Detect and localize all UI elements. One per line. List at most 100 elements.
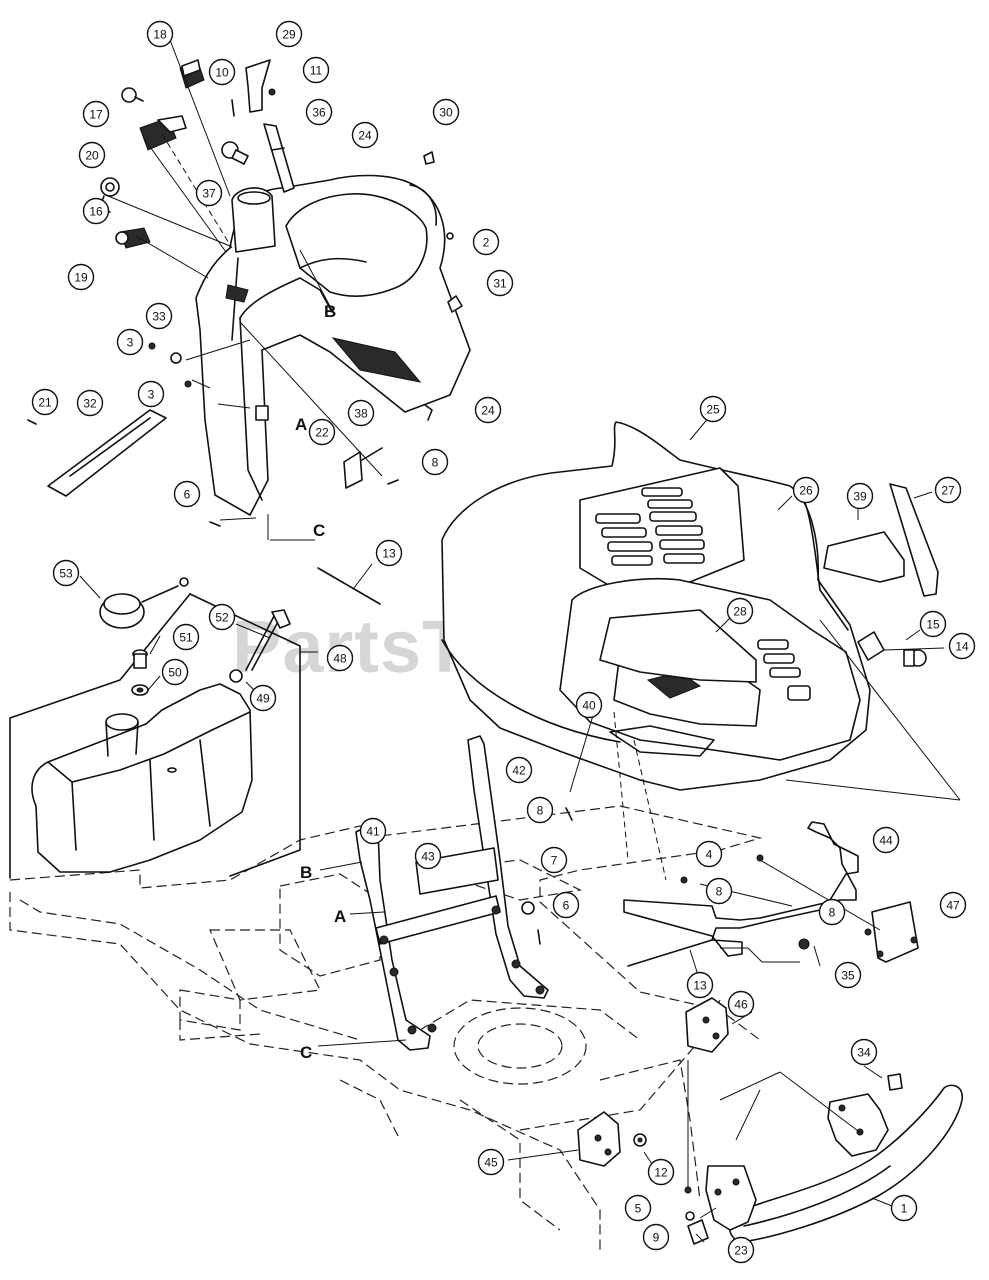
callout-circle (67, 263, 95, 291)
callout-circle (834, 961, 862, 989)
callout-38: 38 (347, 399, 375, 427)
callout-50: 50 (161, 658, 189, 686)
callout-number: 6 (184, 488, 191, 502)
callout-circle (82, 100, 110, 128)
callout-number: 2 (483, 236, 490, 250)
callout-37: 37 (195, 179, 223, 207)
callout-12: 12 (647, 1158, 675, 1186)
frame-assembly (9, 805, 763, 1250)
callout-number: 42 (512, 764, 526, 778)
callout-circle (146, 20, 174, 48)
callout-number: 6 (563, 899, 570, 913)
callout-2: 2 (472, 228, 500, 256)
callout-24: 24 (351, 121, 379, 149)
callout-number: 29 (282, 28, 296, 42)
callout-circle (421, 448, 449, 476)
callout-number: 13 (382, 547, 396, 561)
callout-circle (326, 644, 354, 672)
callout-number: 24 (358, 129, 372, 143)
callout-number: 9 (653, 1231, 660, 1245)
callout-49: 49 (249, 684, 277, 712)
callout-number: 19 (74, 271, 88, 285)
reference-letter-c: C (300, 1043, 312, 1062)
callout-36: 36 (305, 98, 333, 126)
callout-circle (850, 1038, 878, 1066)
hood-vents (595, 487, 705, 566)
callout-number: 41 (366, 825, 380, 839)
callout-number: 8 (537, 804, 544, 818)
callout-29: 29 (275, 20, 303, 48)
callout-number: 52 (215, 611, 229, 625)
callout-number: 36 (312, 106, 326, 120)
callout-44: 44 (872, 826, 900, 854)
callout-number: 3 (127, 336, 134, 350)
callout-circle (686, 971, 714, 999)
callout-circle (173, 480, 201, 508)
callout-number: 24 (481, 404, 495, 418)
callout-9: 9 (642, 1223, 670, 1251)
callout-number: 11 (310, 64, 323, 78)
callout-circle (351, 121, 379, 149)
hood-assembly (441, 421, 871, 791)
callout-circle (642, 1223, 670, 1251)
callout-7: 7 (540, 846, 568, 874)
callout-number: 21 (38, 396, 52, 410)
callout-number: 43 (421, 850, 435, 864)
callout-circle (705, 877, 733, 905)
callout-47: 47 (939, 891, 967, 919)
callout-number: 25 (706, 403, 720, 417)
callout-circle (161, 658, 189, 686)
callout-number: 26 (799, 484, 813, 498)
callout-13: 13 (686, 971, 714, 999)
callout-18: 18 (146, 20, 174, 48)
callout-number: 30 (439, 106, 453, 120)
callout-number: 8 (716, 885, 723, 899)
dash-leader-lines (107, 39, 383, 541)
callout-number: 35 (841, 969, 855, 983)
callout-number: 23 (734, 1244, 748, 1258)
callout-48: 48 (326, 644, 354, 672)
callout-number: 8 (432, 456, 439, 470)
callout-number: 37 (202, 187, 216, 201)
callout-circle (934, 476, 962, 504)
callout-11: 11 (302, 56, 330, 84)
dash-panel-assembly (195, 174, 471, 516)
callout-26: 26 (792, 476, 820, 504)
callout-number: 15 (926, 618, 940, 632)
callout-circle (432, 98, 460, 126)
callout-21: 21 (31, 388, 59, 416)
callout-number: 27 (941, 484, 955, 498)
trim-27 (889, 483, 939, 597)
callout-circle (695, 840, 723, 868)
callout-circle (486, 269, 514, 297)
callout-30: 30 (432, 98, 460, 126)
callout-circle (116, 328, 144, 356)
callout-number: 49 (256, 692, 270, 706)
callout-circle (305, 98, 333, 126)
callout-number: 31 (493, 277, 507, 291)
callout-34: 34 (850, 1038, 878, 1066)
callout-number: 14 (955, 640, 969, 654)
callout-10: 10 (208, 58, 236, 86)
callout-circle (647, 1158, 675, 1186)
callout-circle (472, 228, 500, 256)
callout-number: 45 (484, 1156, 498, 1170)
callout-number: 51 (179, 631, 193, 645)
callout-circle (505, 756, 533, 784)
callout-3: 3 (137, 380, 165, 408)
callout-circle (624, 1194, 652, 1222)
callout-circle (208, 58, 236, 86)
callout-circle (375, 539, 403, 567)
callout-circle (890, 1194, 918, 1222)
callout-40: 40 (575, 691, 603, 719)
callout-number: 17 (89, 108, 103, 122)
callout-24: 24 (474, 396, 502, 424)
callout-number: 5 (635, 1202, 642, 1216)
callout-number: 34 (857, 1046, 871, 1060)
callout-28: 28 (726, 597, 754, 625)
fuel-tank-assembly (9, 575, 318, 879)
callout-6: 6 (173, 480, 201, 508)
callout-number: 46 (734, 998, 748, 1012)
callout-32: 32 (76, 389, 104, 417)
callout-circle (727, 1236, 755, 1264)
